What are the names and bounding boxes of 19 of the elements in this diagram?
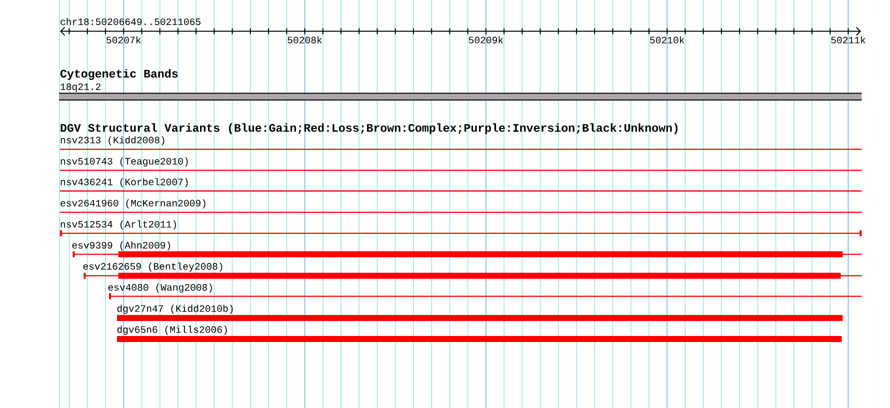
tick-label: 50210k [650, 36, 684, 44]
variant-label: nsv436241 (Korbel2007) [60, 178, 188, 188]
axis-title: chr18:50206649..50211065 [60, 18, 200, 26]
variant-label: nsv510743 (Teague2010) [60, 157, 188, 167]
variant-label: esv2162659 (Bentley2008) [83, 262, 222, 272]
variant-label: nsv512534 (Arlt2011) [60, 220, 176, 230]
variant-label: esv4080 (Wang2008) [108, 284, 212, 293]
variant-label: esv9399 (Ahn2009) [72, 241, 170, 251]
tick-label: 50211k [831, 36, 866, 44]
track-title: DGV Structural Variants (Blue:Gain;Red:Loss;Brown:Complex;Purple:Inversion;Black:Unknown) [60, 123, 678, 134]
variant-label: nsv2313 (Kidd2008) [60, 136, 164, 146]
variant-label: dgv65n6 (Mills2006) [117, 326, 227, 335]
variant-label: esv2641960 (McKernan2009) [60, 199, 206, 208]
tick-label: 50209k [468, 36, 504, 44]
variant-label: dgv27n47 (Kidd2010b) [117, 304, 233, 314]
track-title: Cytogenetic Bands [60, 69, 178, 80]
tick-label: 50208k [288, 36, 322, 44]
tick-label: 50207k [106, 36, 141, 44]
band-label: 18q21.2 [60, 83, 100, 92]
